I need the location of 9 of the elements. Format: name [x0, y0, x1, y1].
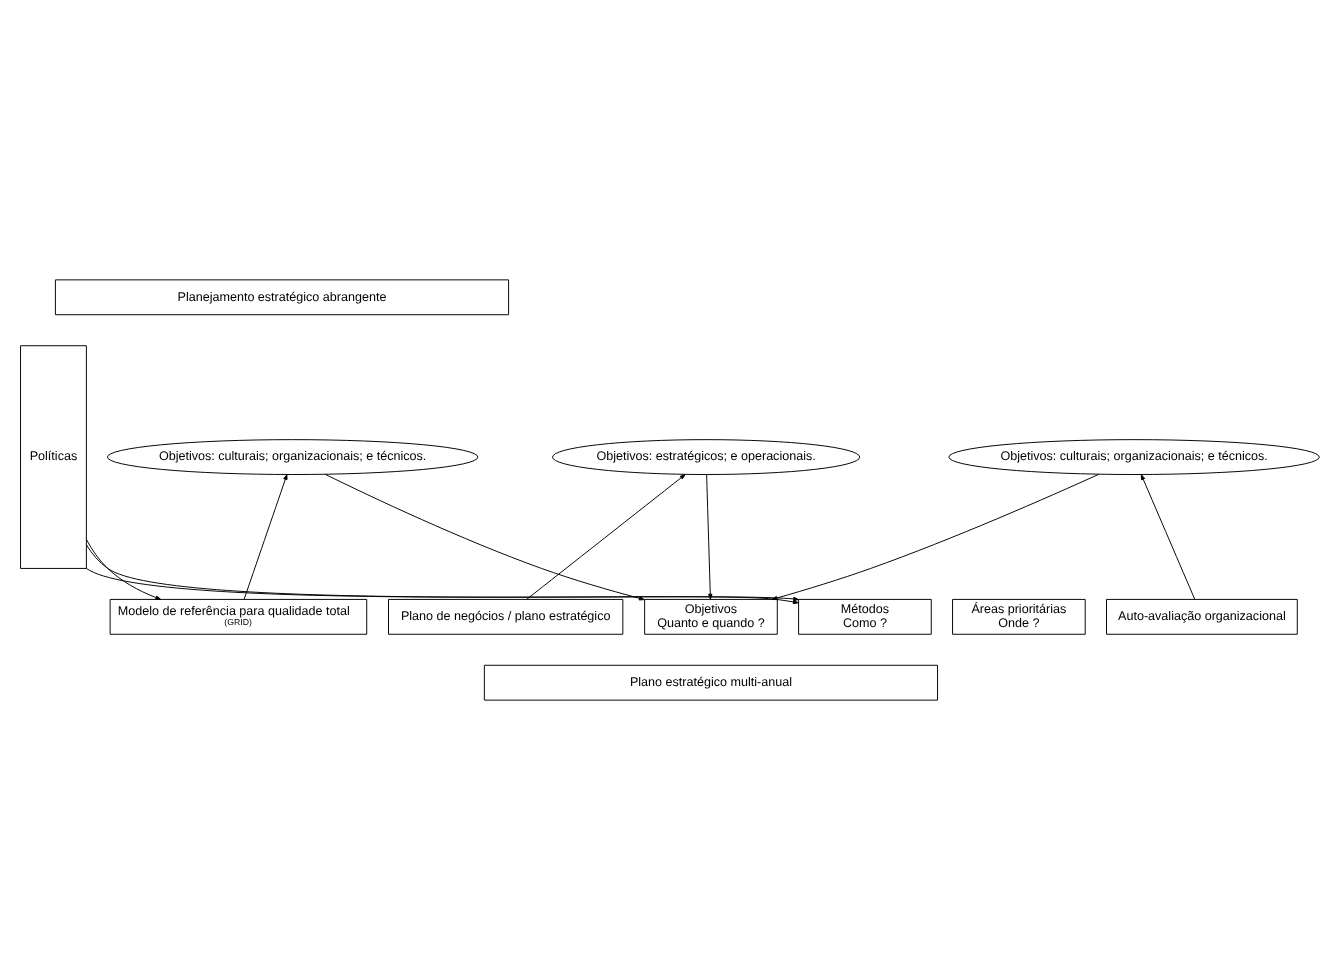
arrow — [324, 473, 645, 601]
arrow — [86, 539, 162, 600]
arrow — [526, 474, 686, 600]
arrow — [243, 474, 288, 600]
arrow — [1140, 474, 1196, 600]
arrow — [85, 567, 799, 605]
arrow — [86, 544, 799, 602]
arrow — [706, 474, 713, 600]
arrow — [771, 473, 1100, 601]
